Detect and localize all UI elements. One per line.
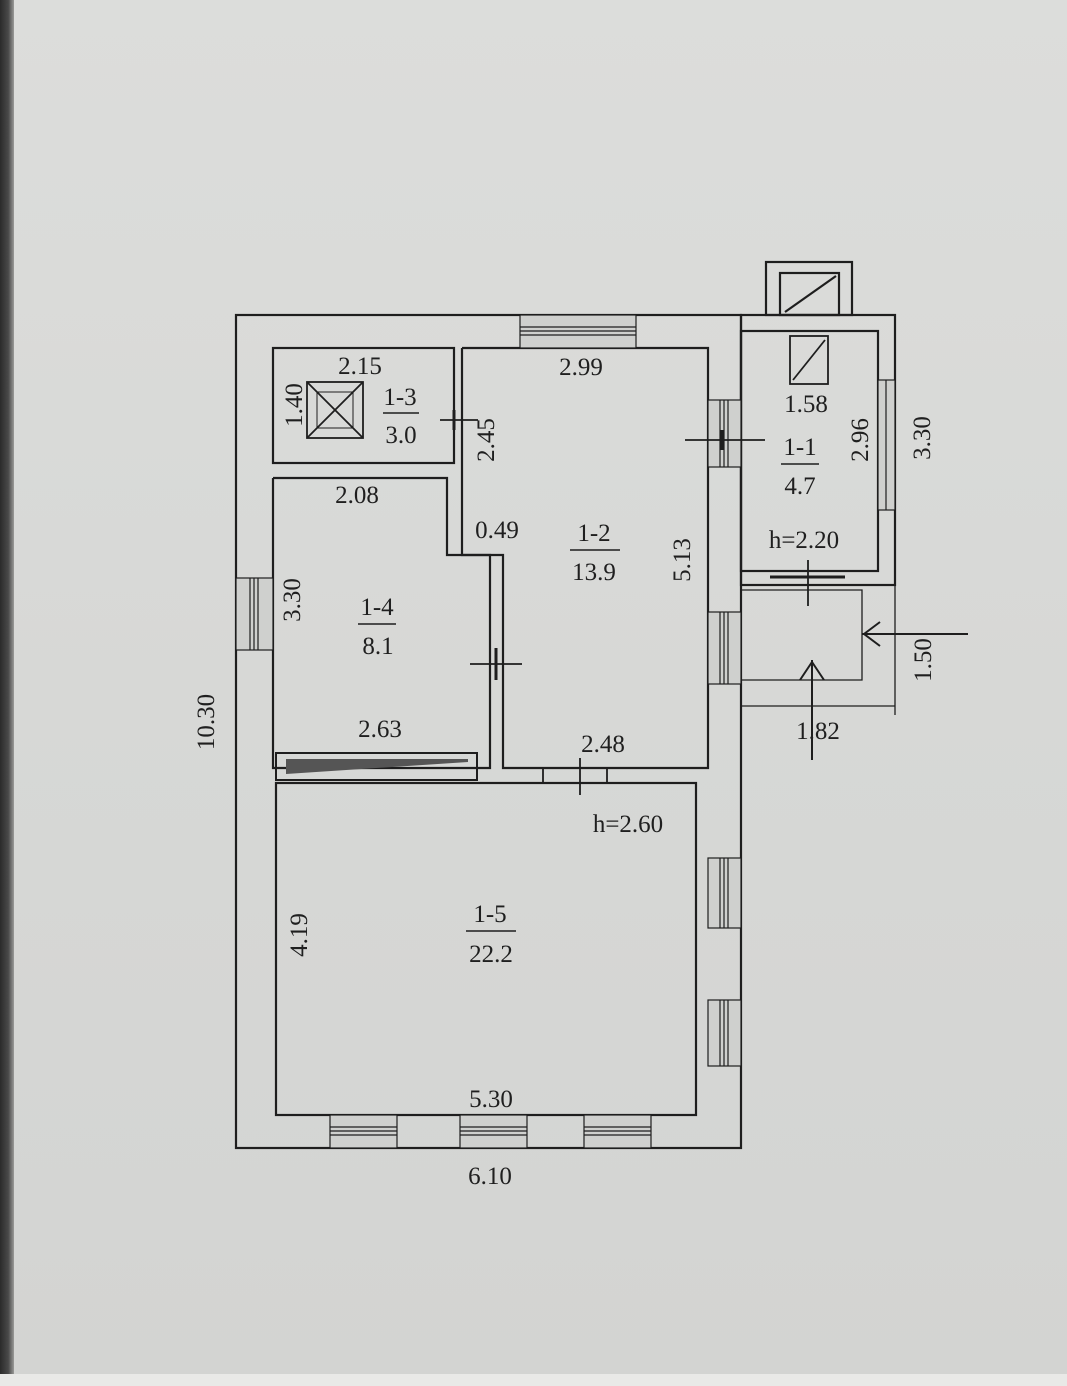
dim-1-58: 1.58 (784, 391, 828, 418)
room-1-3-id: 1-3 (383, 384, 416, 411)
dim-2-63: 2.63 (358, 716, 402, 743)
door-1-2-to-1-1 (685, 430, 765, 450)
door-porch (770, 560, 845, 606)
door-1-4-to-1-2 (470, 648, 522, 680)
window-bottom-3 (583, 1114, 652, 1149)
window-left (235, 577, 274, 651)
radiator-strip (275, 752, 478, 781)
room-label-1-2: 1-2 13.9 (570, 520, 620, 586)
chimney-inner (778, 271, 841, 317)
door-1-2-to-1-5 (542, 758, 608, 795)
entry-arrow-bottom (799, 660, 825, 760)
dim-1-82: 1.82 (796, 718, 840, 745)
paper-background (12, 0, 1067, 1386)
room-1-3-wall (271, 346, 456, 465)
dim-2-45: 2.45 (473, 418, 500, 462)
room-1-5-area: 22.2 (469, 941, 513, 968)
room-1-2-id: 1-2 (577, 520, 610, 547)
window-bottom-1 (329, 1114, 398, 1149)
room-label-1-1: 1-1 4.7 (781, 434, 819, 500)
porch-steps (741, 585, 896, 715)
dim-2-08: 2.08 (335, 482, 379, 509)
room-1-4-area: 8.1 (362, 633, 393, 660)
dim-2-15: 2.15 (338, 353, 382, 380)
room-label-1-4: 1-4 8.1 (358, 594, 396, 660)
boiler-symbol (789, 335, 829, 385)
window-right-3 (707, 857, 742, 929)
room-1-1-id: 1-1 (783, 434, 816, 461)
chimney-diagonal (784, 275, 837, 313)
window-right-1 (707, 399, 742, 468)
window-right-4 (707, 999, 742, 1067)
paper-left-edge (0, 0, 14, 1386)
dim-5-30: 5.30 (469, 1086, 513, 1113)
room-1-1-area: 4.7 (784, 473, 815, 500)
dim-3-30-right: 3.30 (909, 416, 936, 460)
room-label-1-5: 1-5 22.2 (466, 901, 516, 968)
dim-2-96: 2.96 (847, 418, 874, 462)
room-label-1-3: 1-3 3.0 (383, 384, 419, 449)
room-1-2-wall (460, 346, 710, 770)
window-top (519, 314, 637, 349)
room-1-2-area: 13.9 (572, 559, 616, 586)
height-porch: h=2.20 (769, 527, 839, 554)
dim-2-48: 2.48 (581, 731, 625, 758)
dim-2-99: 2.99 (559, 354, 603, 381)
dim-6-10: 6.10 (468, 1163, 512, 1190)
stove-symbol (306, 381, 364, 439)
room-1-4-id: 1-4 (360, 594, 394, 621)
window-right-2 (707, 611, 742, 685)
door-1-3-to-1-2 (440, 410, 478, 430)
dim-1-50: 1.50 (910, 638, 937, 682)
dim-0-49: 0.49 (475, 517, 519, 544)
dim-3-30-left: 3.30 (279, 578, 306, 622)
room-1-5-id: 1-5 (473, 901, 506, 928)
dim-4-19: 4.19 (286, 913, 313, 957)
height-main: h=2.60 (593, 811, 663, 838)
window-bottom-2 (459, 1114, 528, 1149)
room-1-3-area: 3.0 (385, 422, 416, 449)
window-porch (877, 379, 896, 511)
dim-5-13: 5.13 (669, 538, 696, 582)
entry-arrow-right (862, 621, 968, 647)
paper-bottom-edge (0, 1374, 1067, 1386)
dim-10-30: 10.30 (193, 694, 220, 750)
dim-1-40: 1.40 (281, 383, 308, 427)
